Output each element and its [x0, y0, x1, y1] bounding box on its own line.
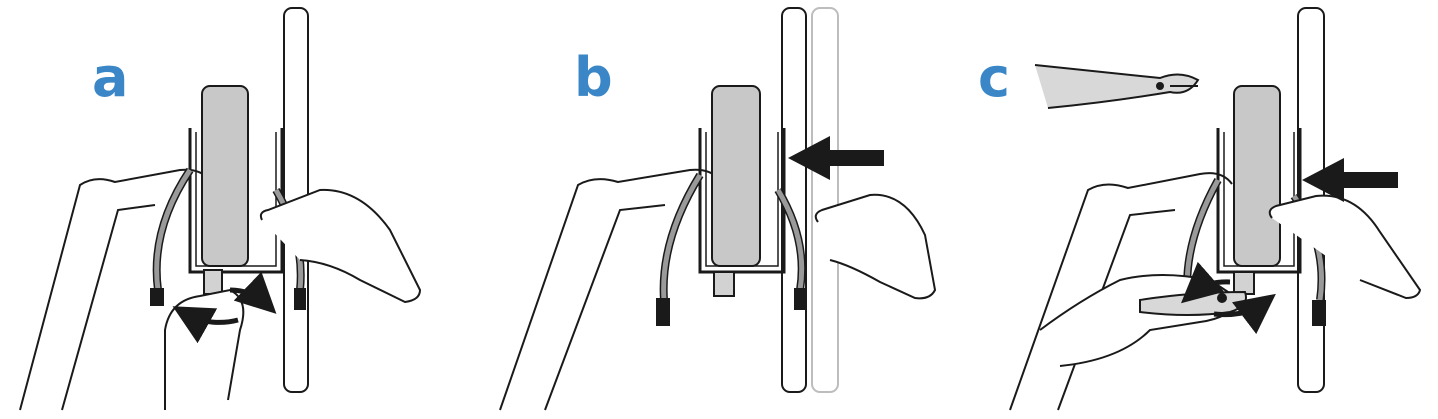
knob	[713, 271, 735, 297]
panel-a: a	[19, 7, 422, 411]
knob	[1233, 271, 1255, 295]
panel-c: c	[978, 7, 1422, 411]
connector-right	[294, 288, 306, 310]
rotate-arrows-icon	[172, 271, 277, 344]
panel-letter-b: b	[574, 46, 613, 109]
push-arrow-icon	[1302, 158, 1398, 202]
right-hand	[259, 188, 422, 304]
panel-b: b	[499, 7, 937, 411]
pliers-icon	[1034, 64, 1200, 109]
display-unit	[1233, 85, 1281, 267]
mounting-panel-ghost	[811, 7, 839, 393]
connector-left	[150, 288, 164, 306]
push-arrow-icon	[788, 136, 884, 180]
rotate-arrows-icon	[1180, 261, 1276, 335]
display-unit	[201, 85, 249, 267]
lower-hand-with-pliers	[1039, 274, 1242, 367]
panel-letter-c: c	[978, 46, 1010, 109]
panel-letter-a: a	[92, 46, 128, 109]
lower-hand	[164, 288, 245, 410]
knob	[203, 269, 223, 295]
display-unit	[711, 85, 761, 267]
